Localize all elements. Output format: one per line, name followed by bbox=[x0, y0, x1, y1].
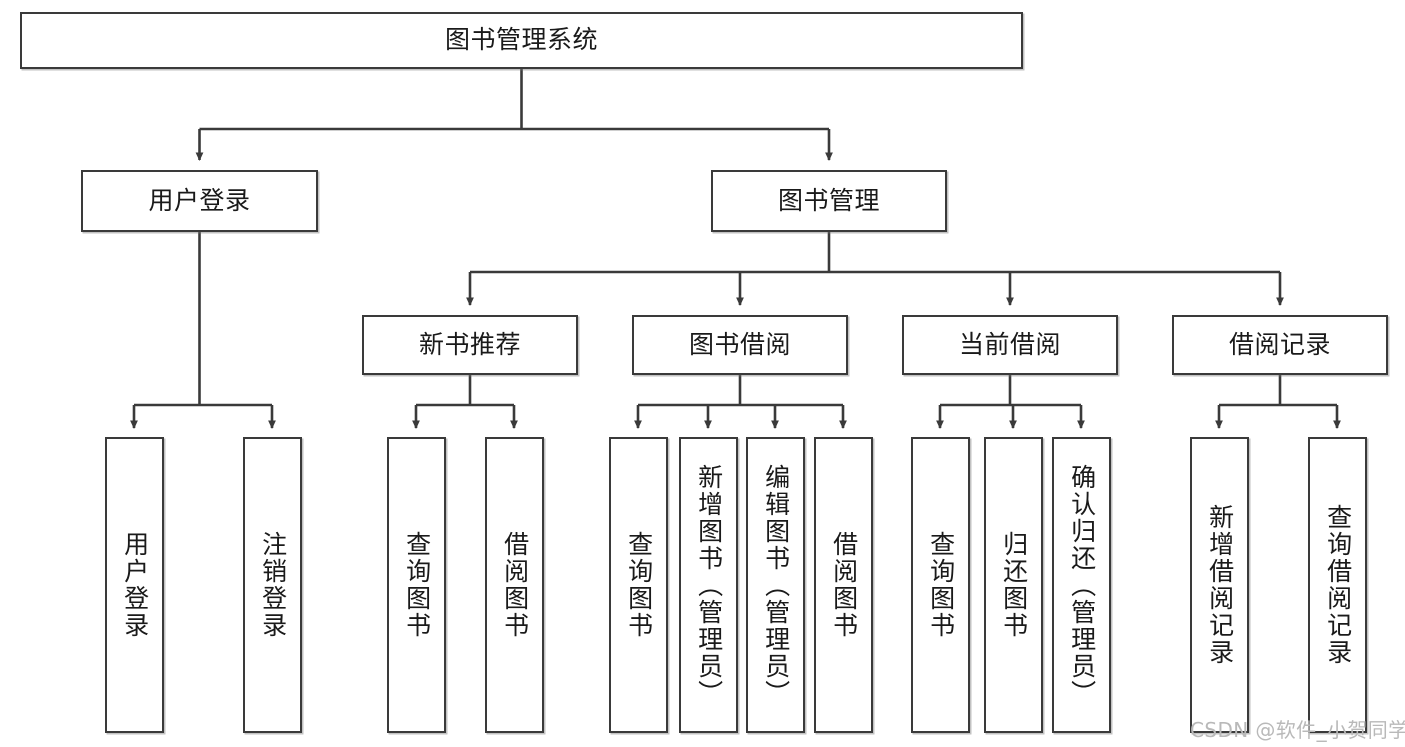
leaf-query-book-borrow-label: 查询图书 bbox=[624, 531, 654, 639]
node-book-borrow[interactable]: 图书借阅 bbox=[632, 315, 848, 375]
leaf-query-book-borrow[interactable]: 查询图书 bbox=[609, 437, 668, 733]
node-new-book-recommend[interactable]: 新书推荐 bbox=[362, 315, 578, 375]
leaf-add-book-label: 新增图书（管理员） bbox=[694, 463, 724, 707]
leaf-borrow-book-rec[interactable]: 借阅图书 bbox=[485, 437, 544, 733]
leaf-confirm-return[interactable]: 确认归还（管理员） bbox=[1052, 437, 1111, 733]
node-root[interactable]: 图书管理系统 bbox=[20, 12, 1023, 69]
leaf-confirm-return-label: 确认归还（管理员） bbox=[1067, 463, 1097, 707]
node-new-book-recommend-label: 新书推荐 bbox=[418, 329, 521, 359]
node-book-management-label: 图书管理 bbox=[777, 185, 880, 215]
leaf-edit-book[interactable]: 编辑图书（管理员） bbox=[746, 437, 805, 733]
leaf-query-book-rec[interactable]: 查询图书 bbox=[387, 437, 446, 733]
node-user-login[interactable]: 用户登录 bbox=[81, 170, 318, 232]
leaf-borrow-book-label: 借阅图书 bbox=[829, 531, 859, 639]
node-current-borrow-label: 当前借阅 bbox=[958, 329, 1061, 359]
leaf-user-login[interactable]: 用户登录 bbox=[105, 437, 164, 733]
node-borrow-records[interactable]: 借阅记录 bbox=[1172, 315, 1388, 375]
leaf-user-login-label: 用户登录 bbox=[120, 531, 150, 639]
leaf-edit-book-label: 编辑图书（管理员） bbox=[761, 463, 791, 707]
leaf-query-book-rec-label: 查询图书 bbox=[402, 531, 432, 639]
node-borrow-records-label: 借阅记录 bbox=[1228, 329, 1331, 359]
csdn-watermark: CSDN @软件_小贺同学 bbox=[1190, 718, 1405, 742]
leaf-query-record-label: 查询借阅记录 bbox=[1323, 504, 1353, 666]
leaf-borrow-book-rec-label: 借阅图书 bbox=[500, 531, 530, 639]
node-root-label: 图书管理系统 bbox=[444, 25, 598, 55]
leaf-logout[interactable]: 注销登录 bbox=[243, 437, 302, 733]
leaf-query-record[interactable]: 查询借阅记录 bbox=[1308, 437, 1367, 733]
leaf-add-book[interactable]: 新增图书（管理员） bbox=[679, 437, 738, 733]
leaf-add-record[interactable]: 新增借阅记录 bbox=[1190, 437, 1249, 733]
node-book-borrow-label: 图书借阅 bbox=[688, 329, 791, 359]
node-user-login-label: 用户登录 bbox=[148, 185, 251, 215]
node-book-management[interactable]: 图书管理 bbox=[711, 170, 947, 232]
leaf-add-record-label: 新增借阅记录 bbox=[1205, 504, 1235, 666]
leaf-query-book-cur[interactable]: 查询图书 bbox=[911, 437, 970, 733]
node-current-borrow[interactable]: 当前借阅 bbox=[902, 315, 1118, 375]
leaf-query-book-cur-label: 查询图书 bbox=[926, 531, 956, 639]
leaf-return-book-label: 归还图书 bbox=[999, 531, 1029, 639]
leaf-logout-label: 注销登录 bbox=[258, 531, 288, 639]
leaf-borrow-book[interactable]: 借阅图书 bbox=[814, 437, 873, 733]
leaf-return-book[interactable]: 归还图书 bbox=[984, 437, 1043, 733]
